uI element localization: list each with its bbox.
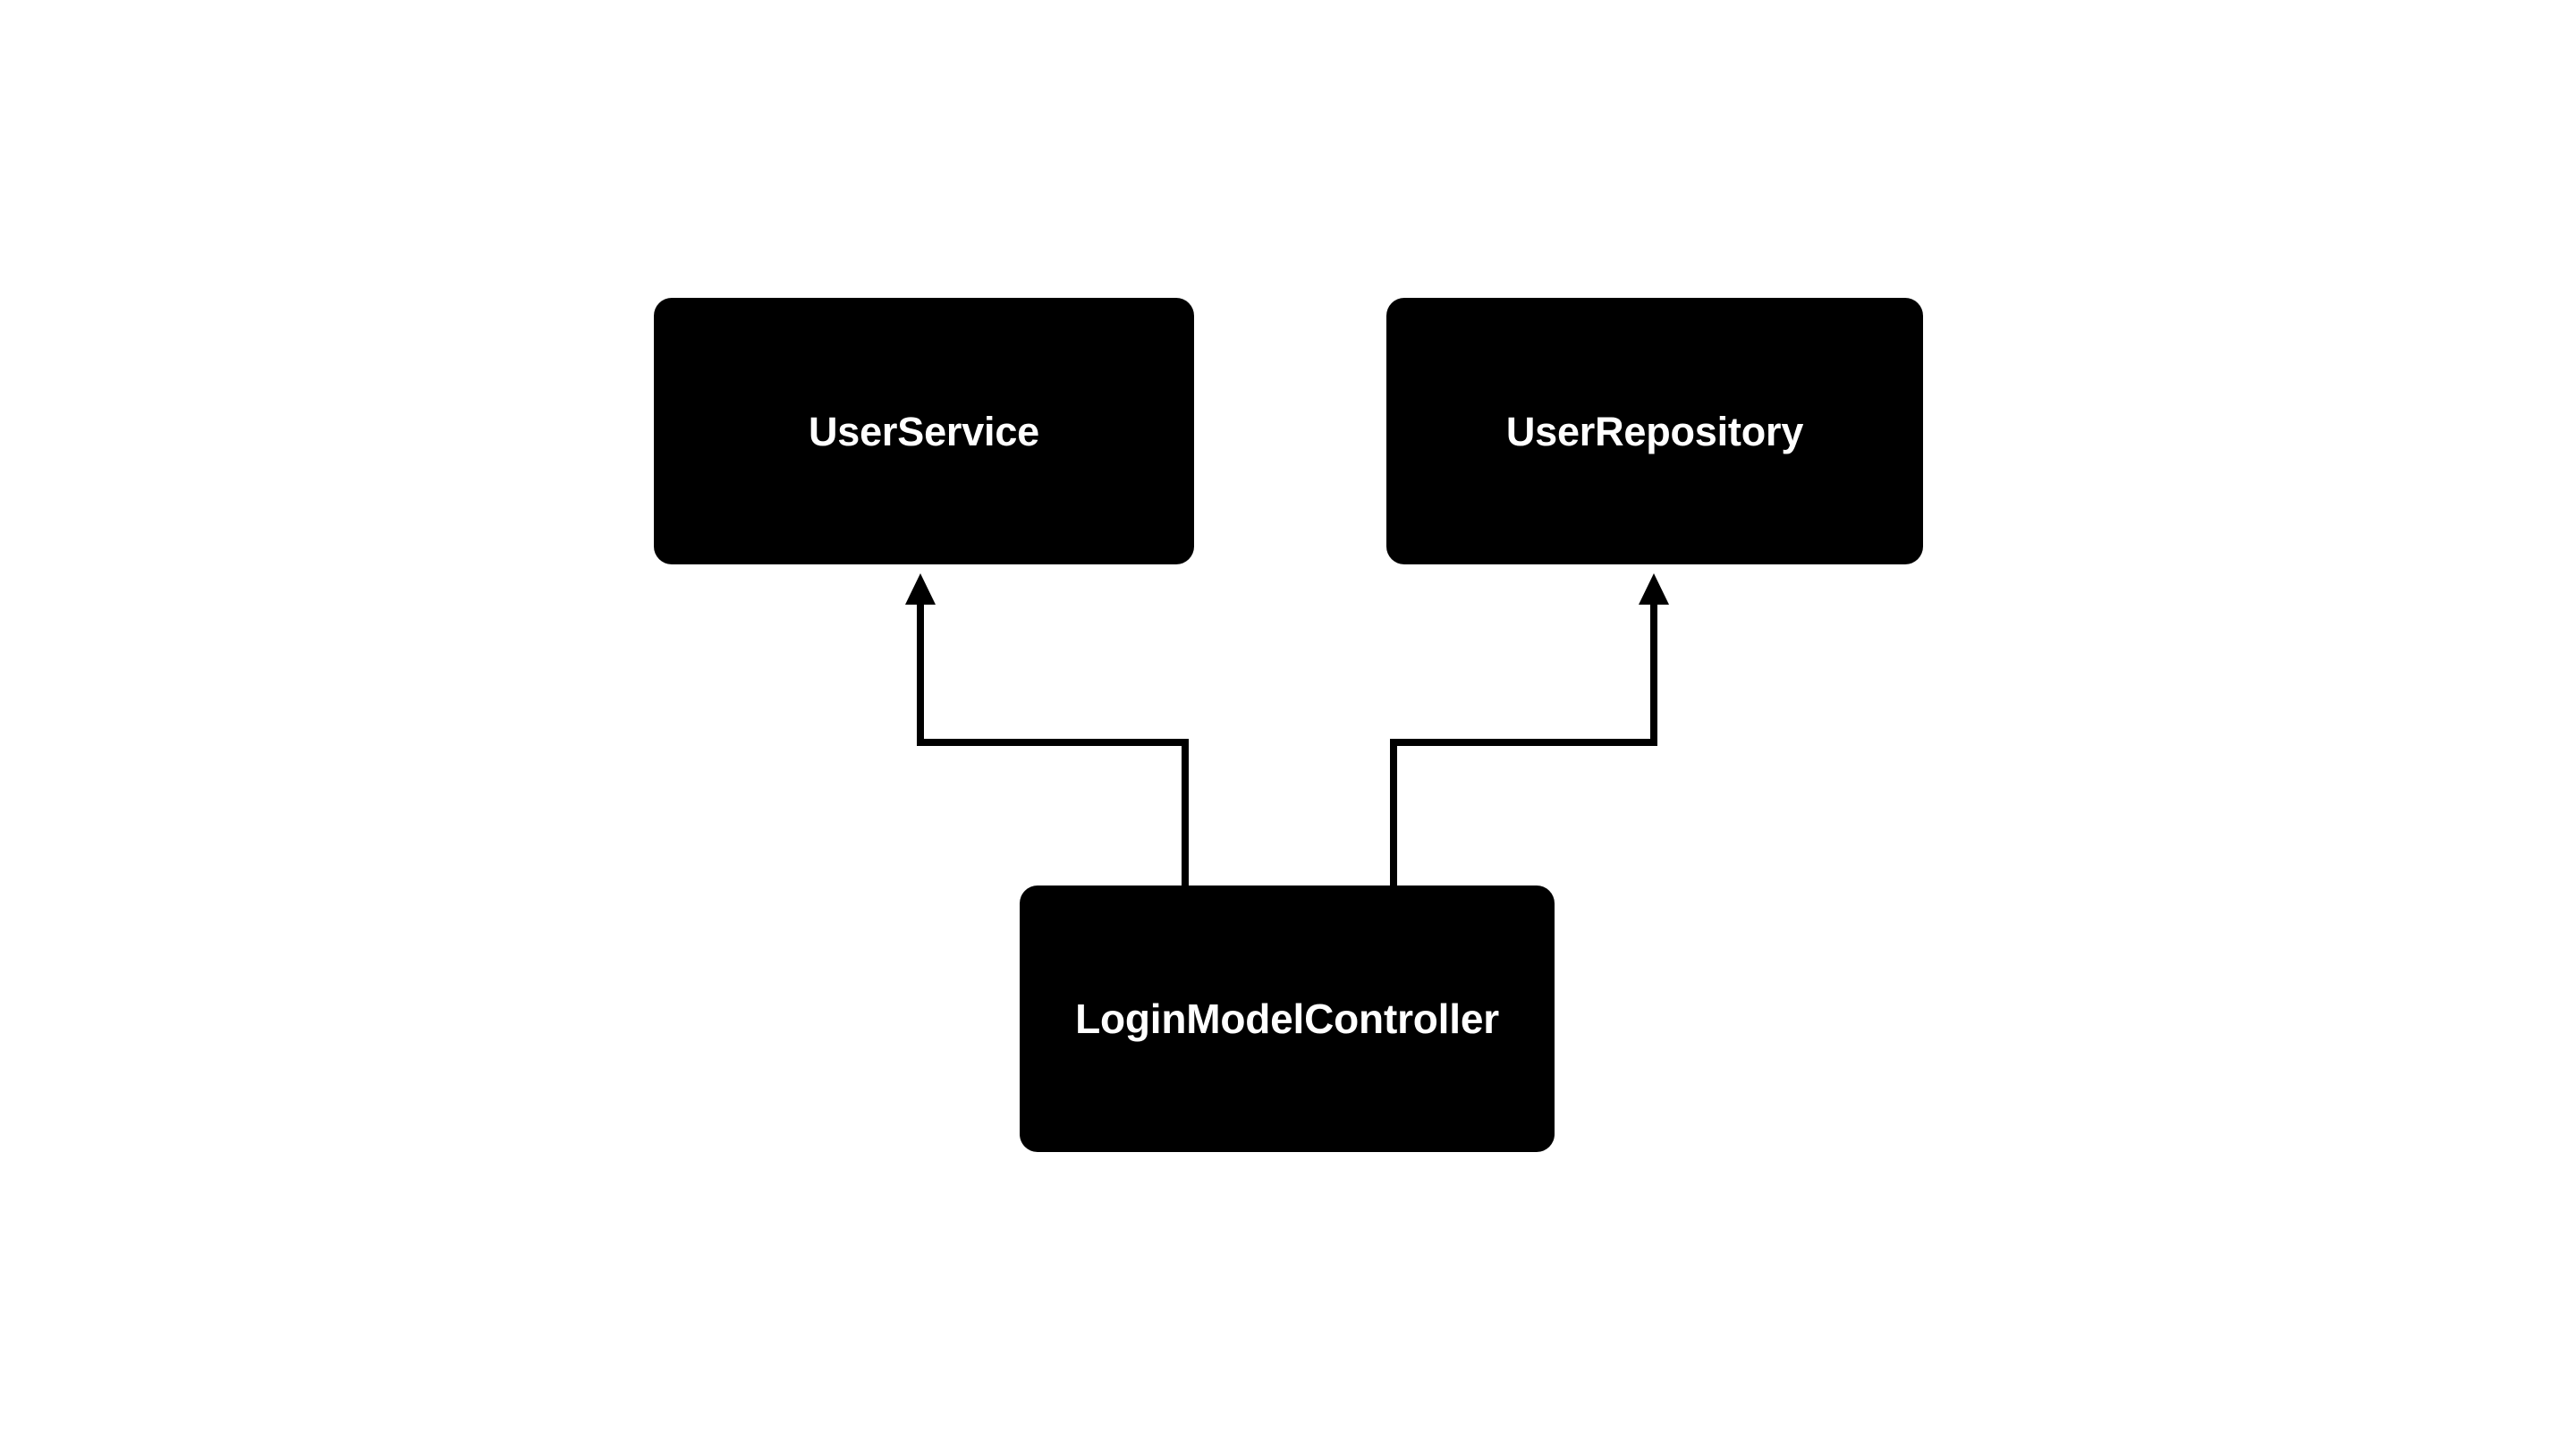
- edge-controller-to-userrepository: [1390, 573, 1669, 886]
- arrowhead-up-icon-userservice: [905, 573, 936, 605]
- node-userrepository-label: UserRepository: [1505, 408, 1804, 454]
- edge-line-controller-to-userservice: [917, 601, 1189, 886]
- arrowhead-up-icon-userrepository: [1639, 573, 1669, 605]
- node-loginmodelcontroller[interactable]: LoginModelController: [1020, 886, 1555, 1152]
- node-userrepository[interactable]: UserRepository: [1386, 298, 1923, 564]
- edge-line-controller-to-userrepository: [1390, 601, 1657, 886]
- edge-controller-to-userservice: [905, 573, 1189, 886]
- node-loginmodelcontroller-label: LoginModelController: [1075, 996, 1499, 1042]
- node-userservice-label: UserService: [808, 408, 1039, 454]
- node-userservice[interactable]: UserService: [654, 298, 1194, 564]
